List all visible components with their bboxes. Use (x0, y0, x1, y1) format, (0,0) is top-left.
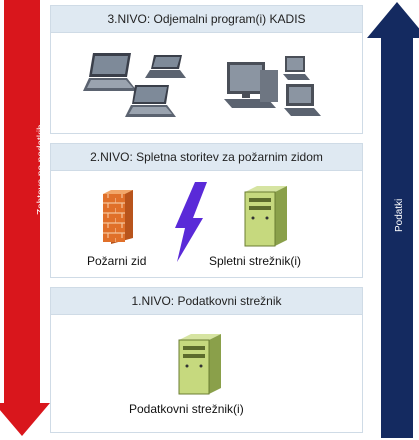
firewall-label: Požarni zid (87, 254, 147, 268)
tier-3-panel: 3.NIVO: Odjemalni program(i) KADIS (50, 5, 363, 134)
desktop-computer-icon (224, 62, 278, 108)
desktop-computer-icon (284, 84, 321, 116)
web-server-label: Spletni strežnik(i) (209, 254, 302, 268)
server-icon (244, 186, 287, 247)
tier-2-panel: 2.NIVO: Spletna storitev za požarnim zid… (50, 143, 363, 278)
laptop-icon (83, 53, 137, 91)
laptop-icon (125, 85, 176, 117)
tier-1-title: 1.NIVO: Podatkovni strežnik (51, 288, 362, 315)
tier-3-title: 3.NIVO: Odjemalni program(i) KADIS (51, 6, 362, 33)
database-server-label: Podatkovni strežnik(i) (129, 402, 244, 416)
tier-2-title: 2.NIVO: Spletna storitev za požarnim zid… (51, 144, 362, 171)
desktop-computer-icon (283, 56, 310, 80)
laptop-icon (145, 55, 186, 78)
data-arrow-label: Podatki (394, 198, 405, 232)
server-icon (178, 334, 221, 395)
lightning-icon (175, 182, 207, 262)
tier-1-panel: 1.NIVO: Podatkovni strežnik Podatkovni s… (50, 287, 363, 433)
firewall-icon (103, 190, 133, 244)
